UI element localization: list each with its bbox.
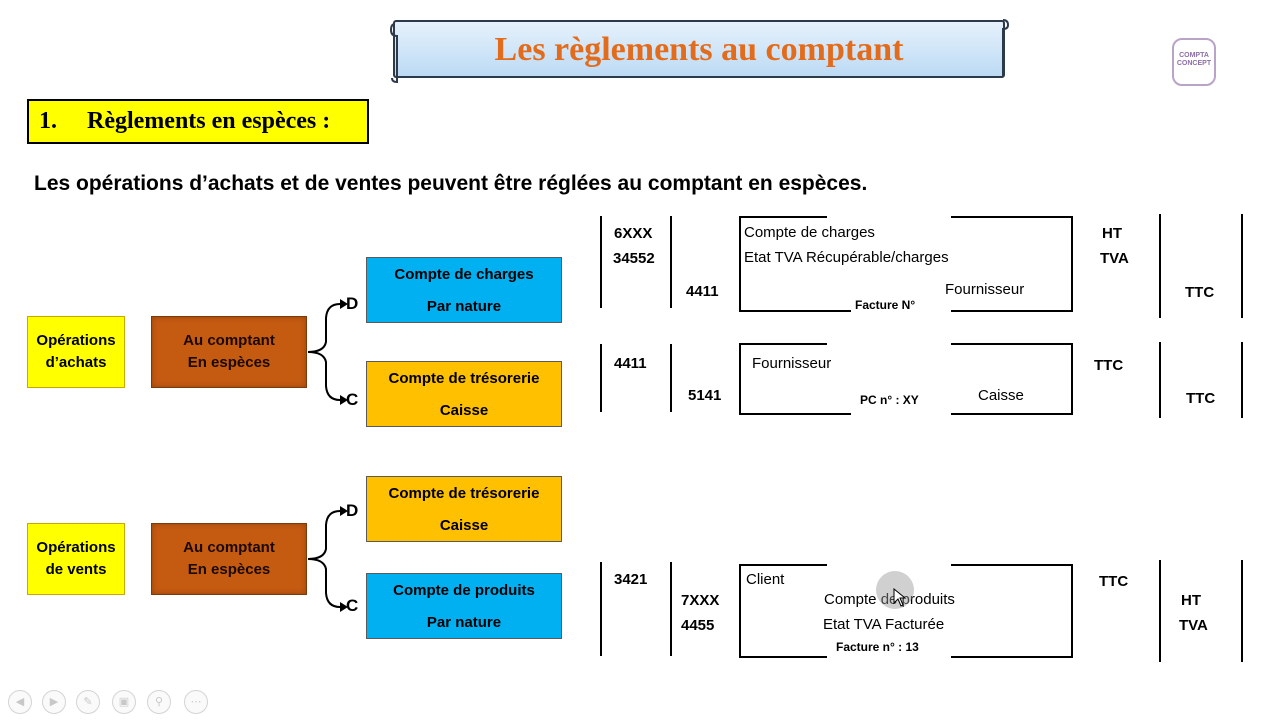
entry2-debit-code: 4411: [614, 355, 647, 372]
section-label: Règlements en espèces :: [87, 108, 331, 134]
entry2-debit-amount: TTC: [1094, 357, 1124, 374]
purchases-mode-box: Au comptant En espèces: [151, 316, 307, 388]
sales-credit-letter: C: [346, 596, 359, 615]
entry1-credit-amount: TTC: [1185, 284, 1215, 301]
scroll-ornament: [389, 19, 1010, 84]
entry3-debit-amount: TTC: [1099, 573, 1129, 590]
entry2-credit-amount: TTC: [1186, 390, 1216, 407]
entry3-credit-label-2: Etat TVA Facturée: [823, 616, 945, 633]
purchases-credit-box-line2: Caisse: [439, 402, 489, 419]
entry1-credit-label: Fournisseur: [945, 281, 1025, 298]
purchases-credit-letter: C: [346, 390, 359, 409]
intro-text: Les opérations d’achats et de ventes peu…: [34, 172, 868, 195]
entry1-reference: Facture N°: [855, 298, 916, 312]
entry2-reference: PC n° : XY: [860, 393, 919, 407]
sales-credit-box-line1: Compte de produits: [393, 582, 535, 599]
sales-operation-box: Opérations de vents: [27, 523, 125, 595]
entry3-credit-label-1: Compte de produits: [824, 591, 955, 608]
purchases-debit-letter: D: [346, 294, 359, 313]
entry3-credit-amount-2: TVA: [1179, 617, 1208, 634]
next-icon[interactable]: ▶: [42, 690, 66, 714]
purchases-operation-label: Opérations d’achats: [36, 332, 116, 371]
mouse-pointer-icon: [893, 588, 907, 607]
slides-icon[interactable]: ▣: [112, 690, 136, 714]
page-title: Les règlements au comptant: [494, 31, 904, 68]
sales-operation-label: Opérations de vents: [36, 539, 116, 578]
entry1-code-2: 34552: [613, 250, 655, 267]
purchases-credit-box-line1: Compte de trésorerie: [388, 370, 540, 387]
sales-mode-label: Au comptant En espèces: [183, 539, 275, 578]
pen-icon[interactable]: ✎: [76, 690, 100, 714]
entry1-credit-code: 4411: [686, 283, 719, 300]
entry3-debit-code: 3421: [614, 571, 648, 588]
entry3-reference: Facture n° : 13: [836, 640, 919, 654]
purchases-debit-box-line2: Par nature: [426, 298, 502, 315]
purchases-mode-label: Au comptant En espèces: [183, 332, 275, 371]
compta-concept-logo: COMPTA CONCEPT: [1172, 38, 1216, 86]
entry1-label-1: Compte de charges: [744, 224, 875, 241]
sales-debit-account-box: Compte de trésorerie Caisse: [366, 476, 562, 542]
sales-credit-box-line2: Par nature: [426, 614, 502, 631]
sales-mode-box: Au comptant En espèces: [151, 523, 307, 595]
purchases-operation-box: Opérations d’achats: [27, 316, 125, 388]
zoom-icon[interactable]: ⚲: [147, 690, 171, 714]
entry1-label-2: Etat TVA Récupérable/charges: [744, 249, 949, 266]
entry2-debit-label: Fournisseur: [752, 355, 832, 372]
section-number: 1.: [39, 108, 57, 134]
purchases-debit-account-box: Compte de charges Par nature: [366, 257, 562, 323]
section-header: 1. Règlements en espèces :: [27, 99, 369, 144]
entry3-credit-code-1: 7XXX: [681, 592, 720, 609]
sales-debit-letter: D: [346, 501, 359, 520]
entry3-debit-label: Client: [746, 571, 785, 588]
entry1-code-1: 6XXX: [614, 225, 653, 242]
entry1-debit-amount-2: TVA: [1100, 250, 1129, 267]
entry3-credit-amount-1: HT: [1181, 592, 1201, 609]
purchases-brace: [307, 299, 348, 405]
sales-credit-account-box: Compte de produits Par nature: [366, 573, 562, 639]
sales-debit-box-line1: Compte de trésorerie: [388, 485, 540, 502]
more-icon[interactable]: ⋯: [184, 690, 208, 714]
logo-line1: COMPTA: [1179, 52, 1209, 59]
sales-debit-box-line2: Caisse: [439, 517, 489, 534]
prev-icon[interactable]: ◀: [8, 690, 32, 714]
purchases-debit-box-line1: Compte de charges: [394, 266, 534, 283]
purchases-credit-account-box: Compte de trésorerie Caisse: [366, 361, 562, 427]
entry2-credit-code: 5141: [688, 387, 722, 404]
sales-brace: [307, 506, 348, 612]
entry3-credit-code-2: 4455: [681, 617, 715, 634]
entry2-credit-label: Caisse: [978, 387, 1024, 404]
logo-line2: CONCEPT: [1176, 60, 1212, 67]
title-banner: [393, 20, 1005, 78]
entry1-debit-amount-1: HT: [1102, 225, 1122, 242]
